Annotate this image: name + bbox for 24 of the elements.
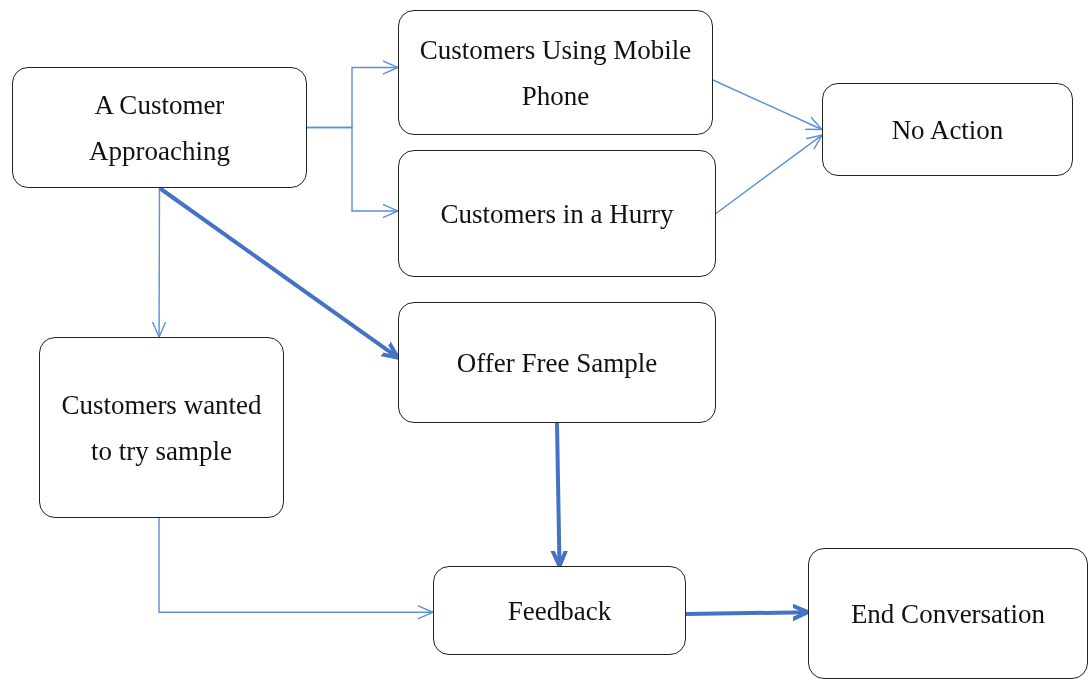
process-box <box>12 67 307 188</box>
box-label: Offer Free Sample <box>456 346 658 380</box>
process-box <box>398 150 716 277</box>
box-label: Customers wanted to try sample <box>60 388 263 468</box>
process-box <box>398 302 716 423</box>
arrow <box>151 187 167 338</box>
process-box <box>822 83 1073 176</box>
process-box <box>39 337 284 518</box>
box-label: End Conversation <box>850 597 1046 631</box>
arrow <box>306 126 399 219</box>
arrow <box>158 517 434 620</box>
arrow <box>158 186 400 360</box>
arrow <box>685 602 810 623</box>
box-label: No Action <box>891 113 1004 147</box>
process-box <box>808 548 1088 679</box>
arrow <box>715 134 823 215</box>
box-label: A Customer Approaching <box>88 88 231 168</box>
arrow <box>712 79 823 131</box>
process-box <box>433 566 686 655</box>
process-box <box>398 10 713 135</box>
box-label: Feedback <box>507 594 612 628</box>
box-label: Customers Using Mobile Phone <box>418 33 693 113</box>
box-label: Customers in a Hurry <box>440 197 674 231</box>
arrow <box>549 422 569 568</box>
